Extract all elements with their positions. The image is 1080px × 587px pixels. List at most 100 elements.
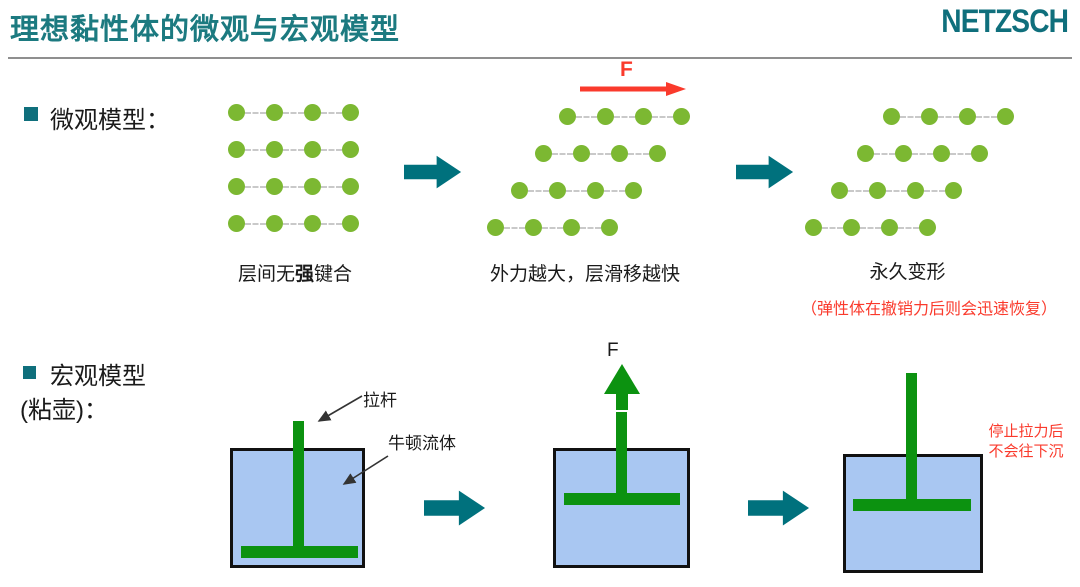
bond-dash [321,111,342,114]
molecule-dot [563,219,580,236]
bond-dash [950,152,971,155]
molecule-dot [959,108,976,125]
molecule-dot [971,145,988,162]
bond-dash [504,226,525,229]
molecule-dot [601,219,618,236]
lattice-row [535,145,690,162]
right-arrow-icon [404,155,462,189]
molecule-dot [549,182,566,199]
macro-section-label: 宏观模型 [50,363,146,390]
lattice-row [228,215,359,232]
lattice-undeformed [228,104,359,252]
bond-dash [652,115,673,118]
molecule-dot [945,182,962,199]
bond-dash [283,111,304,114]
lattice-deformed [805,108,1014,256]
header-divider [8,57,1072,59]
molecule-dot [883,108,900,125]
molecule-dot [342,141,359,158]
bond-dash [874,152,895,155]
molecule-dot [342,215,359,232]
piston-plate-3 [853,499,971,511]
molecule-dot [304,178,321,195]
molecule-dot [573,145,590,162]
molecule-dot [611,145,628,162]
molecule-dot [635,108,652,125]
lattice-row [511,182,690,199]
molecule-dot [881,219,898,236]
molecule-dot [342,178,359,195]
bond-dash [552,152,573,155]
molecule-dot [921,108,938,125]
caption-permanent-deform: 永久变形 [869,262,946,283]
lattice-row [487,219,690,236]
lattice-row [559,108,690,125]
lattice-row [228,104,359,121]
molecule-dot [535,145,552,162]
bond-dash [898,226,919,229]
bond-dash [566,189,587,192]
piston-plate-2 [564,493,680,505]
molecule-dot [228,178,245,195]
molecule-dot [997,108,1014,125]
macro-section-sublabel: (粘壶)： [20,397,108,424]
caption-force-slip: 外力越大，层滑移越快 [489,264,680,285]
molecule-dot [266,215,283,232]
lattice-row [857,145,1014,162]
bond-dash [912,152,933,155]
force-arrow-icon [580,82,686,96]
molecule-dot [673,108,690,125]
molecule-dot [304,104,321,121]
molecule-dot [228,141,245,158]
molecule-dot [228,215,245,232]
molecule-dot [525,219,542,236]
macro-force-label: F [607,340,619,361]
micro-section-label: 微观模型： [50,107,170,134]
caption-no-strong-bond: 层间无强键合 [237,264,353,285]
right-arrow-icon [736,155,794,189]
pull-rod-3 [906,373,917,506]
elastic-recovery-note: （弹性体在撤销力后则会迅速恢复） [800,301,1057,318]
molecule-dot [857,145,874,162]
bond-dash [628,152,649,155]
bond-dash [614,115,635,118]
lattice-row [831,182,1014,199]
molecule-dot [304,141,321,158]
right-arrow-icon [748,490,810,526]
bond-dash [245,148,266,151]
bond-dash [848,189,869,192]
molecule-dot [869,182,886,199]
molecule-dot [597,108,614,125]
bond-dash [321,185,342,188]
stop-pull-note: 停止拉力后 不会往下沉 [988,423,1064,461]
molecule-dot [895,145,912,162]
molecule-dot [649,145,666,162]
force-up-arrow-icon [604,364,640,410]
lattice-row [883,108,1014,125]
bond-dash [321,222,342,225]
caption-bold-char: 强 [294,264,314,285]
molecule-dot [805,219,822,236]
molecule-dot [511,182,528,199]
bond-dash [924,189,945,192]
page-title: 理想黏性体的微观与宏观模型 [10,14,401,46]
micro-force-label: F [620,58,633,81]
pull-rod-1 [293,421,304,550]
molecule-dot [266,178,283,195]
molecule-dot [587,182,604,199]
molecule-dot [907,182,924,199]
molecule-dot [919,219,936,236]
bond-dash [245,111,266,114]
bond-dash [321,148,342,151]
lattice-row [228,141,359,158]
fluid-pointer-arrow-icon [342,455,389,485]
bond-dash [938,115,959,118]
bond-dash [245,185,266,188]
rod-label: 拉杆 [363,391,397,410]
bond-dash [245,222,266,225]
molecule-dot [228,104,245,121]
molecule-dot [266,141,283,158]
bond-dash [283,148,304,151]
molecule-dot [831,182,848,199]
fluid-label: 牛顿流体 [388,434,456,453]
